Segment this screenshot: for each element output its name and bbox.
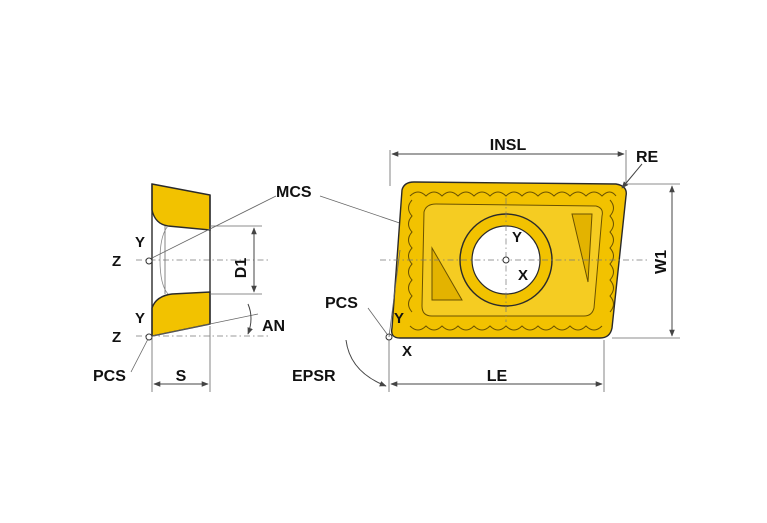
epsr-label: EPSR [292, 368, 336, 385]
top-pcs-y-axis: Y [394, 310, 404, 327]
insl-label: INSL [490, 137, 527, 154]
side-view-body [151, 183, 211, 231]
pcs-label-left: PCS [93, 368, 126, 385]
chipbreaker-edge [409, 191, 617, 331]
an-label: AN [262, 318, 285, 335]
right-triangle-recess [571, 213, 593, 283]
d1-label: D1 [233, 258, 250, 279]
side-view-body-lower [151, 291, 211, 337]
le-label: LE [487, 368, 508, 385]
side-mcs-y-axis: Y [135, 234, 145, 251]
top-pcs-x-axis: X [402, 343, 412, 360]
side-pcs-z-axis: Z [112, 329, 121, 346]
mcs-label: MCS [276, 184, 312, 201]
re-label: RE [636, 149, 659, 166]
side-view: D1 AN S Y Z Y Z PCS [93, 183, 285, 392]
side-pcs-y-axis: Y [135, 310, 145, 327]
left-triangle-recess [431, 246, 463, 301]
top-mcs-x-axis: X [518, 267, 528, 284]
side-mcs-z-axis: Z [112, 253, 121, 270]
w1-label: W1 [653, 250, 670, 274]
mcs-origin-side [145, 257, 153, 265]
top-view: Y X Y X PCS INSL RE W1 LE [292, 137, 680, 392]
pcs-label-right: PCS [325, 295, 358, 312]
pcs-origin-side [145, 333, 153, 341]
s-label: S [176, 368, 187, 385]
top-mcs-y-axis: Y [512, 229, 522, 246]
mcs-origin-top [502, 256, 510, 264]
